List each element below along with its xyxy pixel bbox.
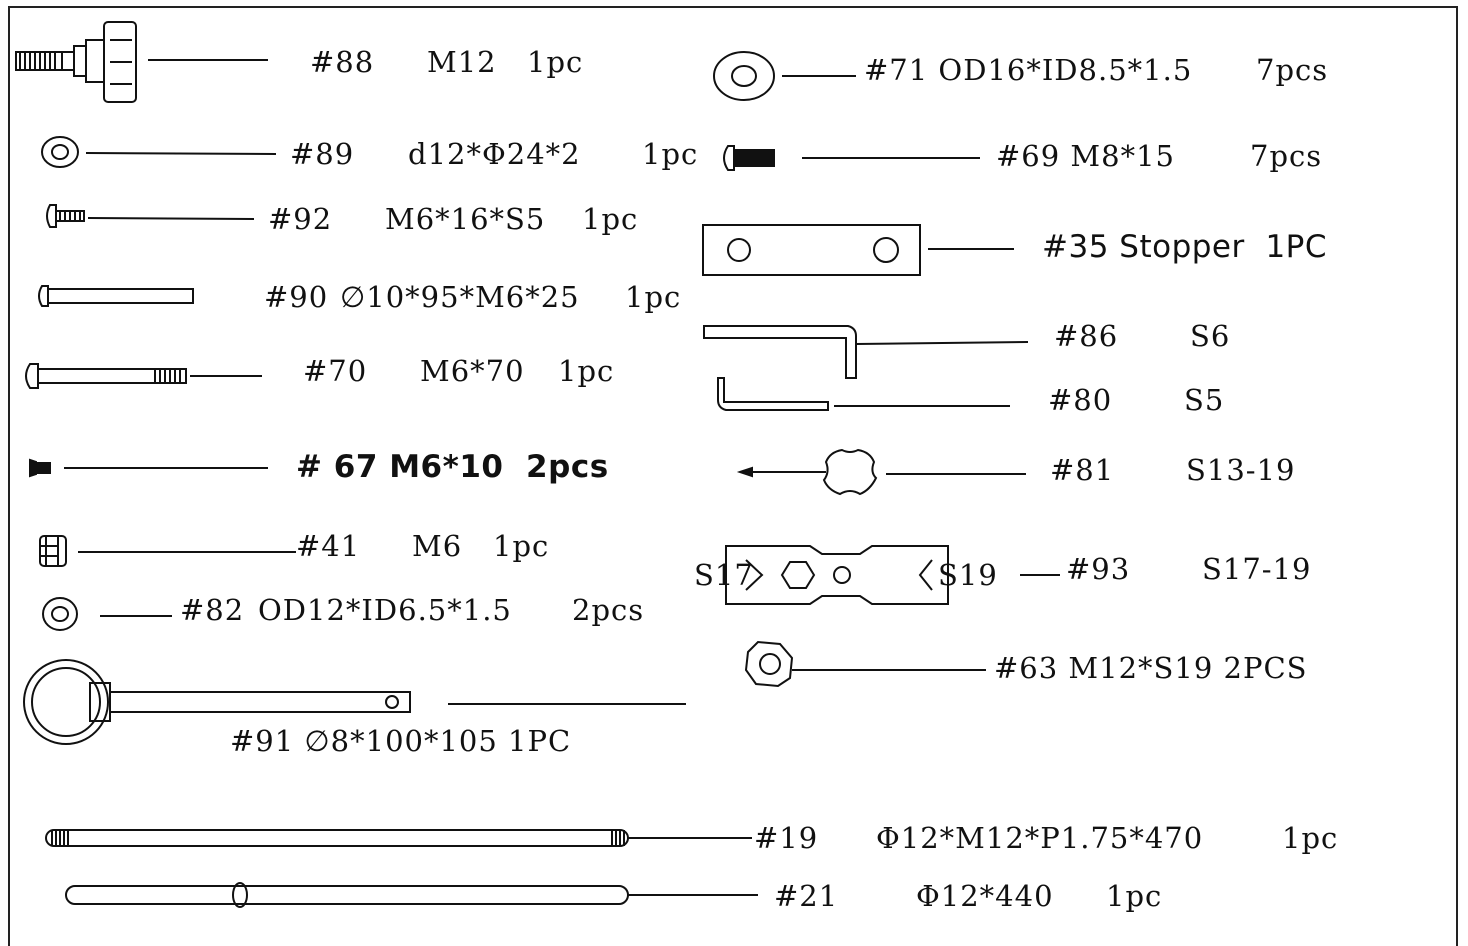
- part-21-number: #21: [774, 879, 839, 913]
- washer-71-drawing: [713, 51, 856, 101]
- part-93-number: #93: [1066, 552, 1131, 586]
- part-93-spec: S17-19: [1202, 552, 1312, 586]
- bolt-69-drawing: [723, 145, 980, 171]
- rod-21-drawing: [65, 882, 758, 908]
- part-80-spec: S5: [1184, 383, 1225, 417]
- screw-67-drawing: [29, 458, 268, 478]
- pin-90-drawing: [38, 285, 194, 307]
- part-82-spec: OD12*ID6.5*1.5: [258, 593, 512, 627]
- ring-pin-91-drawing: [23, 659, 686, 745]
- stopper-35-drawing: [702, 224, 1014, 276]
- part-71-qty: 7pcs: [1256, 53, 1329, 87]
- part-90-qty: 1pc: [625, 280, 682, 314]
- part-90-number: #90: [264, 280, 329, 314]
- part-80-number: #80: [1048, 383, 1113, 417]
- part-93-left-mark: S17: [694, 558, 754, 592]
- part-89-number: #89: [290, 137, 355, 171]
- part-88-spec: M12: [427, 45, 497, 79]
- part-82-number: #82: [180, 593, 245, 627]
- part-92-spec: M6*16*S5: [385, 202, 546, 236]
- nut-63-drawing: [744, 640, 986, 688]
- washer-89-drawing: [41, 136, 277, 168]
- part-21-qty: 1pc: [1106, 879, 1163, 913]
- part-67-label: # 67 M6*10 2pcs: [296, 449, 609, 485]
- hex-key-80-drawing: [717, 377, 1010, 411]
- sheet-border: [8, 6, 1458, 946]
- part-81-number: #81: [1050, 453, 1115, 487]
- part-70-spec: M6*70: [420, 354, 525, 388]
- screw-92-drawing: [46, 204, 255, 228]
- part-92-number: #92: [268, 202, 333, 236]
- part-41-qty: 1pc: [493, 529, 550, 563]
- part-19-number: #19: [754, 821, 819, 855]
- part-35-label: #35 Stopper 1PC: [1042, 229, 1328, 265]
- washer-82-drawing: [42, 597, 172, 631]
- part-88-qty: 1pc: [527, 45, 584, 79]
- part-41-spec: M6: [412, 529, 463, 563]
- part-82-qty: 2pcs: [572, 593, 645, 627]
- part-89-qty: 1pc: [642, 137, 699, 171]
- part-21-spec: Φ12*440: [916, 879, 1054, 913]
- part-19-qty: 1pc: [1282, 821, 1339, 855]
- nut-41-drawing: [39, 535, 296, 567]
- part-90-spec: ∅10*95*M6*25: [340, 280, 580, 314]
- wrench-93-drawing: [725, 545, 1060, 605]
- part-86-spec: S6: [1190, 319, 1231, 353]
- part-92-qty: 1pc: [582, 202, 639, 236]
- threaded-rod-19-drawing: [45, 829, 752, 847]
- part-69-label: #69 M8*15: [996, 139, 1175, 173]
- bolt-70-drawing: [25, 363, 262, 389]
- part-41-number: #41: [296, 529, 361, 563]
- part-70-qty: 1pc: [558, 354, 615, 388]
- part-63-label: #63 M12*S19 2PCS: [994, 651, 1308, 685]
- part-70-number: #70: [303, 354, 368, 388]
- part-19-spec: Φ12*M12*P1.75*470: [876, 821, 1204, 855]
- part-88-number: #88: [310, 45, 375, 79]
- part-86-number: #86: [1054, 319, 1119, 353]
- part-93-right-mark: S19: [938, 558, 998, 592]
- part-91-label: #91 ∅8*100*105 1PC: [230, 724, 572, 758]
- part-81-spec: S13-19: [1186, 453, 1296, 487]
- hex-key-86-drawing: [703, 325, 1029, 379]
- part-89-spec: d12*Φ24*2: [408, 137, 581, 171]
- part-69-qty: 7pcs: [1250, 139, 1323, 173]
- spoke-wrench-81-drawing: [736, 448, 1026, 496]
- knob-bolt-88-drawing: [15, 21, 268, 103]
- part-71-label: #71 OD16*ID8.5*1.5: [864, 53, 1193, 87]
